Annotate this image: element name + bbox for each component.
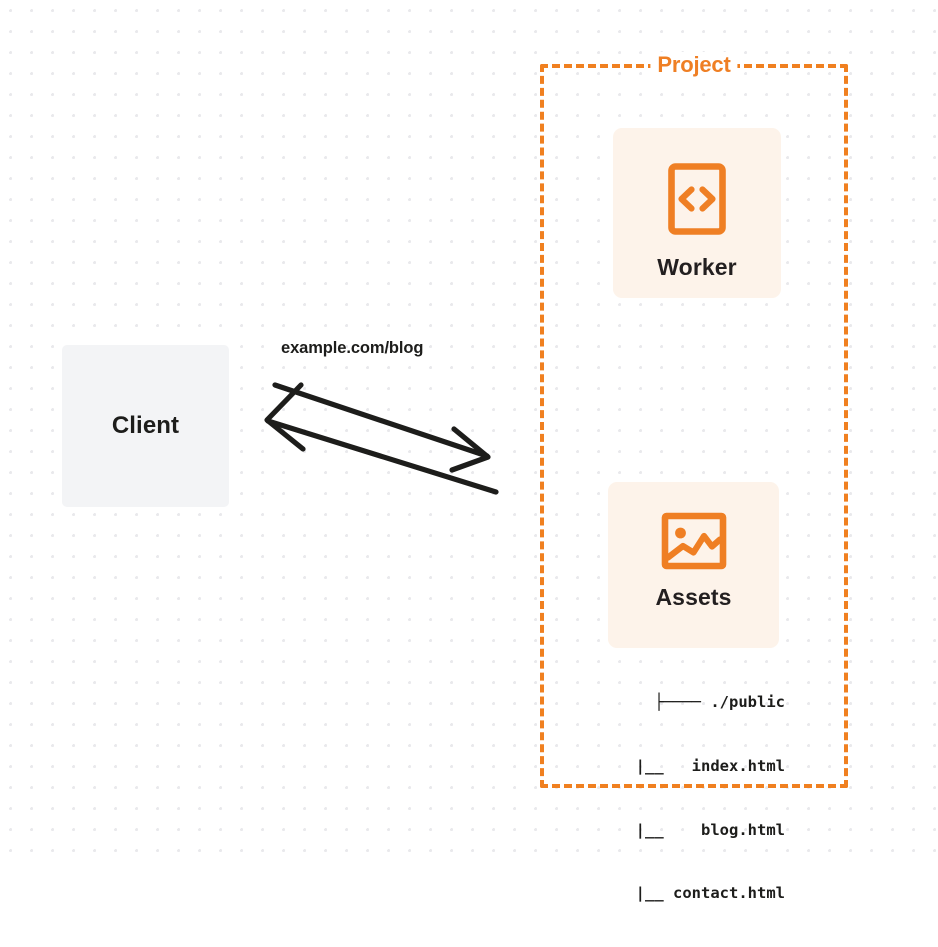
diagram-stage: Client example.com/blog Project Worker bbox=[62, 52, 848, 902]
project-title-label: Project bbox=[650, 52, 738, 78]
worker-card-label: Worker bbox=[657, 254, 737, 280]
client-node[interactable]: Client bbox=[62, 345, 229, 507]
project-container: Project bbox=[540, 52, 848, 788]
request-url-label: example.com/blog bbox=[281, 339, 424, 357]
response-arrow bbox=[264, 382, 499, 495]
assets-card[interactable]: Assets bbox=[608, 482, 779, 648]
image-icon bbox=[661, 512, 727, 570]
file-tree-line: |__ contact.html bbox=[617, 884, 785, 903]
assets-file-tree: ├──── ./public |__ index.html |__ blog.h… bbox=[585, 650, 785, 947]
worker-card[interactable]: Worker bbox=[613, 128, 781, 298]
file-tree-line: |__ blog.html bbox=[617, 820, 785, 839]
assets-card-label: Assets bbox=[655, 584, 732, 610]
request-arrow bbox=[272, 382, 491, 473]
file-tree-line: |__ index.html bbox=[617, 757, 785, 776]
file-tree-line: ├──── ./public bbox=[654, 693, 785, 712]
client-node-label: Client bbox=[111, 412, 180, 439]
code-file-icon bbox=[667, 162, 727, 236]
